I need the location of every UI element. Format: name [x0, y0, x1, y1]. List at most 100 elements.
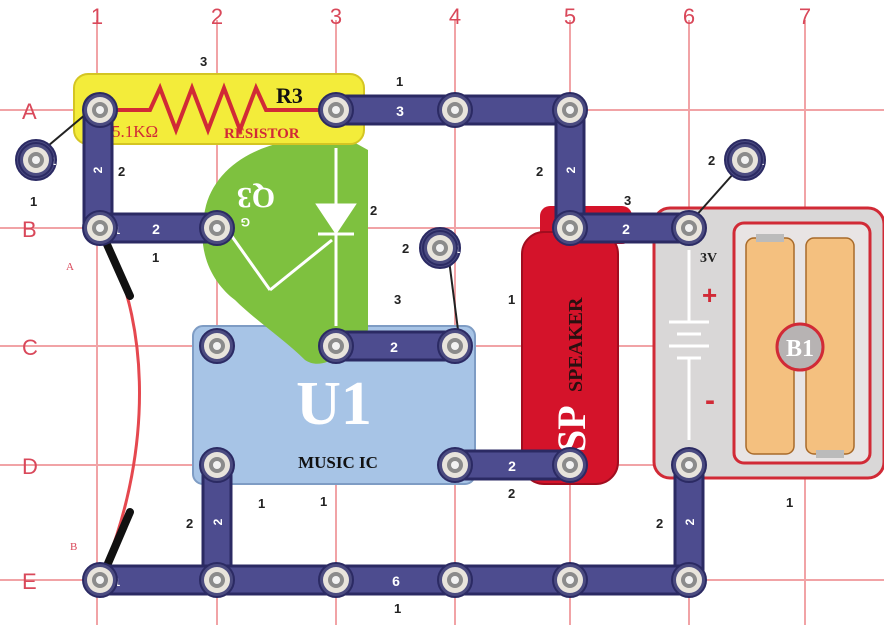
snap-stud [552, 447, 588, 483]
resistor-name: RESISTOR [224, 126, 300, 142]
snap-stud [199, 328, 235, 364]
battery-voltage: 3V [700, 251, 717, 266]
snap-stud [318, 328, 354, 364]
column-label-6: 6 [683, 4, 695, 29]
row-label-a: A [22, 99, 37, 124]
music-ic-level: 1 [320, 494, 327, 509]
jumper-wire: A B [66, 236, 141, 572]
speaker: SP SPEAKER 1 [508, 206, 632, 485]
jumper-connector-b [102, 508, 134, 572]
snap-stud [727, 142, 763, 178]
snap-stud [82, 210, 118, 246]
snap-wire-level: 2 [656, 516, 663, 531]
transistor-q3: Q3 G 2 [202, 138, 377, 364]
resistor-zigzag [110, 82, 320, 136]
snap-wire-number: 2 [91, 166, 105, 173]
column-label-5: 5 [564, 4, 576, 29]
battery-plus: + [702, 280, 717, 310]
snap-stud [199, 210, 235, 246]
snap-stud [82, 92, 118, 128]
snap-wire-level: 1 [396, 74, 403, 89]
jumper-connector-a [101, 236, 134, 300]
row-labels: A B C D E [22, 99, 38, 594]
battery-terminal [756, 234, 784, 242]
transistor-body [202, 138, 368, 364]
snap-wire-number: 2 [508, 458, 516, 474]
snap-stud [422, 230, 458, 266]
battery-terminal [816, 450, 844, 458]
snap-stud [18, 142, 54, 178]
music-ic-name: MUSIC IC [298, 453, 378, 472]
single-snap-level: 1 [30, 194, 37, 209]
battery-designator: B1 [786, 336, 814, 362]
snap-stud [437, 328, 473, 364]
snap-stud [437, 447, 473, 483]
transistor-designator: Q3 [237, 181, 275, 214]
single-snap-level: 2 [402, 241, 409, 256]
snap-wire-number: 3 [396, 103, 404, 119]
snap-stud [318, 562, 354, 598]
resistor-r3: R3 5.1KΩ RESISTOR 3 [73, 54, 365, 145]
snap-wire-level: 2 [186, 516, 193, 531]
snap-wire-level: 2 [118, 164, 125, 179]
jumper-label-b: B [70, 541, 77, 553]
single-snap-level: 2 [708, 153, 715, 168]
snap-stud [437, 562, 473, 598]
snap-wire-level: 1 [152, 250, 159, 265]
resistor-value: 5.1KΩ [112, 122, 158, 141]
music-ic: U1 MUSIC IC 1 [192, 325, 476, 509]
speaker-name: SPEAKER [565, 297, 587, 392]
battery-symbol [669, 250, 709, 440]
snap-stud [199, 447, 235, 483]
snap-wire-number: 6 [392, 573, 400, 589]
snap-wire-number: 2 [683, 518, 697, 525]
row-label-c: C [22, 335, 38, 360]
column-label-1: 1 [91, 4, 103, 29]
resistor-level: 3 [200, 54, 207, 69]
battery-level: 1 [786, 495, 793, 510]
jumper-label-a: A [66, 261, 74, 273]
snap-stud [437, 92, 473, 128]
snap-stud [671, 562, 707, 598]
snap-wire-number: 2 [564, 166, 578, 173]
snap-wire-number: 2 [211, 518, 225, 525]
snap-wire-level: 1 [394, 601, 401, 616]
resistor-designator: R3 [276, 83, 303, 108]
row-label-d: D [22, 454, 38, 479]
snap-wire-level: 3 [624, 193, 631, 208]
loose-level-label: 1 [258, 496, 265, 511]
snap-stud [671, 447, 707, 483]
jumper-wire-red [106, 244, 141, 561]
battery-holder: B1 3V + - 1 [652, 206, 884, 510]
transistor-gate-label: G [241, 215, 250, 229]
speaker-designator: SP [549, 405, 594, 452]
snap-stud [552, 92, 588, 128]
battery-minus: - [705, 384, 715, 417]
snap-wire-number: 2 [622, 221, 630, 237]
snap-wire-level: 2 [508, 486, 515, 501]
snap-wire-level: 3 [394, 292, 401, 307]
speaker-level: 1 [508, 292, 515, 307]
snap-stud [552, 562, 588, 598]
row-label-b: B [22, 217, 37, 242]
studs [18, 92, 763, 598]
snap-stud [318, 92, 354, 128]
snap-stud [552, 210, 588, 246]
snap-wire-number: 2 [390, 339, 398, 355]
music-ic-designator: U1 [296, 370, 372, 438]
snap-wire-level: 2 [536, 164, 543, 179]
snap-wire-number: 2 [152, 221, 160, 237]
diode-symbol [224, 148, 357, 326]
transistor-level: 2 [370, 203, 377, 218]
snap-stud [199, 562, 235, 598]
column-labels: 1 2 3 4 5 6 7 [91, 4, 811, 29]
row-label-e: E [22, 569, 37, 594]
column-label-4: 4 [449, 4, 461, 29]
battery-badge [775, 322, 825, 372]
column-label-2: 2 [211, 4, 223, 29]
snap-stud [671, 210, 707, 246]
column-label-7: 7 [799, 4, 811, 29]
column-label-3: 3 [330, 4, 342, 29]
